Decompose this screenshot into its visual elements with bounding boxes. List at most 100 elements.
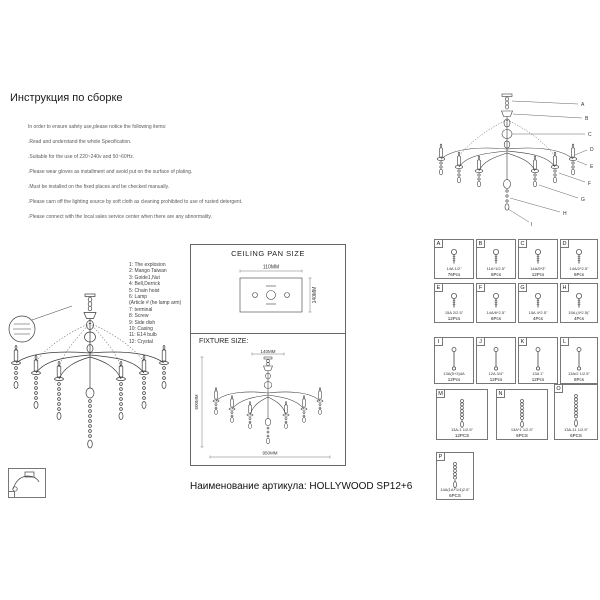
hardware-spec: 15A 2/2.5" (444, 310, 464, 315)
hardware-box: I 13A(5+3)4A 12Pcs (434, 337, 474, 384)
part-label: G (581, 197, 585, 203)
hardware-box: B 11A*1/2.5" 6Pcs (476, 239, 516, 279)
hardware-letter: A (434, 239, 443, 248)
hardware-spec: 13A 1" (532, 371, 544, 376)
hardware-spec: 13A/2 1/2.5" (568, 371, 590, 376)
hardware-letter: O (554, 384, 563, 393)
part-label: A (581, 102, 585, 108)
hardware-letter: L (560, 337, 569, 346)
screw-icon (477, 293, 515, 309)
hardware-qty: 6PCS (449, 493, 461, 498)
fixture-height-dimension: 600MM (194, 394, 199, 409)
panel-divider (191, 333, 345, 334)
hardware-box: E 15A 2/2.5" 12Pcs (434, 283, 474, 323)
detail-box (8, 468, 46, 498)
ceiling-pan-diagram: 110MM 140MM (239, 265, 318, 313)
screw-icon (477, 249, 515, 265)
hardware-letter: K (518, 337, 527, 346)
ceiling-width-dimension: 110MM (263, 265, 279, 271)
hardware-letter: E (434, 283, 443, 292)
parts-line: 12: Crystal (129, 338, 153, 345)
parts-line: 8: Screw (129, 313, 149, 320)
parts-list: 1: The explosion 2: Mango Taiwan 3: Goid… (129, 262, 181, 345)
hardware-qty: 12Pcs (447, 377, 461, 382)
hardware-letter: P (436, 452, 445, 461)
hardware-box: P 14A(1A+1/4)2.5" 6PCS (436, 452, 474, 500)
part-label: B (585, 116, 589, 122)
hardware-spec: 14A(1A+1/4)2.5" (440, 487, 470, 492)
fixture-diagram: 140MM 600MM 950MM (194, 349, 331, 459)
hardware-letter: F (476, 283, 485, 292)
hardware-box: D 14A/2*2.5" 6Pcs (560, 239, 598, 279)
hardware-qty: 6PCS (570, 433, 582, 438)
crystal-strand-icon (437, 399, 487, 429)
crystal-strand-icon (497, 399, 547, 429)
part-label: D (590, 147, 594, 153)
hardware-qty: 4Pcs (573, 316, 584, 321)
hardware-qty: 6Pcs (573, 377, 584, 382)
part-label: E (590, 164, 594, 170)
hardware-spec: 13A-11 1/2.5" (563, 427, 589, 432)
hardware-spec: 14A/6*2.5" (486, 310, 506, 315)
safety-line: .Please carn off the lighting source by … (28, 199, 243, 205)
hardware-letter: H (560, 283, 569, 292)
hardware-qty: 6Pcs (490, 272, 501, 277)
hardware-letter: G (518, 283, 527, 292)
hardware-box: A 14A 1/2" 76Pcs (434, 239, 474, 279)
hardware-spec: 12A 3/4" (488, 371, 504, 376)
assembly-chandelier-diagram (8, 293, 169, 449)
hardware-box: O 13A-11 1/2.5" 6PCS (554, 384, 598, 440)
screw-icon (561, 249, 597, 265)
hardware-box: N 13A*1 1/2.5" 6PCS (496, 389, 548, 440)
hardware-spec: 14A/5*3" (530, 266, 546, 271)
hardware-box: F 14A/6*2.5" 6Pcs (476, 283, 516, 323)
detail-corner-chip (8, 491, 15, 498)
parts-line: 10: Casing (129, 326, 153, 333)
hardware-box: M 13A-1 1/2.5" 12PCS (436, 389, 488, 440)
hardware-qty: 76Pcs (447, 272, 461, 277)
fixture-canopy-dimension: 140MM (260, 349, 275, 354)
hardware-qty: 12Pcs (531, 272, 545, 277)
parts-line: 11: E14 bulb (129, 332, 157, 339)
size-panel: CEILING PAN SIZE 110MM 140MM FIXTURE SIZ… (190, 244, 346, 466)
overview-chandelier-diagram: A B C D E F G H I (436, 93, 594, 228)
safety-line: .Read and understand the whole Specifica… (28, 139, 132, 145)
hardware-spec: 13A(5+3)4A (443, 371, 465, 376)
parts-line: 9: Side dish (129, 319, 156, 326)
hardware-spec: 13A*1 1/2.5" (510, 427, 534, 432)
safety-line: .Suitable for the use of 220~240v and 50… (28, 154, 135, 160)
hardware-box: J 12A 3/4" 12Pcs (476, 337, 516, 384)
hardware-qty: 4Pcs (532, 316, 543, 321)
hardware-letter: N (496, 389, 505, 398)
fixture-width-dimension: 950MM (262, 451, 277, 456)
article-caption: Наименование артикула: HOLLYWOOD SP12+6 (190, 481, 413, 492)
part-label: C (588, 132, 592, 138)
hardware-letter: I (434, 337, 443, 346)
parts-line: 7: terminal (129, 306, 153, 313)
hardware-letter: B (476, 239, 485, 248)
hardware-qty: 12Pcs (531, 377, 545, 382)
pin-icon (477, 347, 515, 371)
hardware-box: H 15A (4*2.5)" 4Pcs (560, 283, 598, 323)
parts-line: 1: The explosion (129, 262, 166, 268)
parts-line: 3: Goide1,Nut (129, 274, 160, 281)
hardware-spec: 15A 4*2.5" (528, 310, 548, 315)
safety-line: .Must be installed on the fixed places a… (28, 184, 170, 190)
hardware-qty: 6Pcs (573, 272, 584, 277)
pin-icon (435, 347, 473, 371)
hardware-qty: 6PCS (516, 433, 528, 438)
hardware-spec: 14A 1/2" (446, 266, 462, 271)
hardware-qty: 12PCS (454, 433, 470, 438)
part-label: I (531, 222, 532, 228)
ceiling-pan-size-title: CEILING PAN SIZE (231, 249, 305, 258)
safety-line: In order to ensure safety use,please not… (28, 124, 167, 130)
page-title: Инструкция по сборке (10, 92, 123, 104)
hardware-spec: 11A*1/2.5" (486, 266, 506, 271)
hardware-letter: C (518, 239, 527, 248)
hardware-box: L 13A/2 1/2.5" 6Pcs (560, 337, 598, 384)
screw-icon (561, 293, 597, 309)
crystal-strand-icon (437, 462, 473, 490)
pin-icon (561, 347, 597, 371)
parts-line: 4: Bell,Derrick (129, 281, 161, 288)
